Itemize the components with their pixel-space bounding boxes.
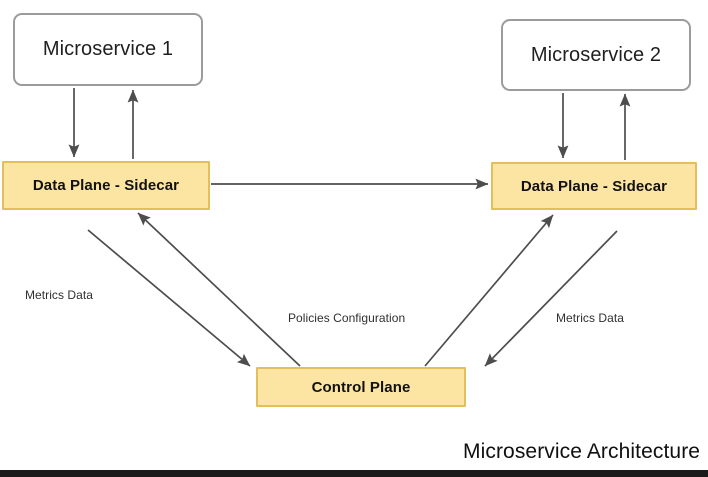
node-label: Control Plane	[311, 378, 411, 396]
edge-control-plane-to-sidecar-left	[137, 212, 301, 367]
node-label: Microservice 1	[42, 38, 174, 60]
node-label: Data Plane - Sidecar	[32, 177, 180, 194]
edge-label-sidecar-right-to-control-plane: Metrics Data	[556, 311, 624, 325]
node-label: Data Plane - Sidecar	[520, 177, 668, 195]
node-microservice-2[interactable]: Microservice 2	[501, 19, 691, 91]
diagram-caption: Microservice Architecture	[463, 440, 701, 463]
node-data-plane-sidecar-left[interactable]: Data Plane - Sidecar	[2, 161, 210, 210]
node-data-plane-sidecar-right[interactable]: Data Plane - Sidecar	[491, 162, 697, 210]
edge-control-plane-to-sidecar-right	[424, 214, 554, 367]
edge-label-control-plane-to-sidecar-left: Policies Configuration	[288, 311, 406, 325]
node-microservice-1[interactable]: Microservice 1	[13, 13, 203, 86]
node-label: Microservice 2	[530, 43, 662, 66]
node-control-plane[interactable]: Control Plane	[256, 367, 466, 407]
edge-layer	[68, 88, 631, 367]
edge-label-sidecar-left-to-control-plane: Metrics Data	[25, 288, 93, 302]
edge-sidecar-right-to-control-plane	[484, 230, 618, 367]
edge-sidecar-left-to-control-plane	[87, 229, 251, 367]
